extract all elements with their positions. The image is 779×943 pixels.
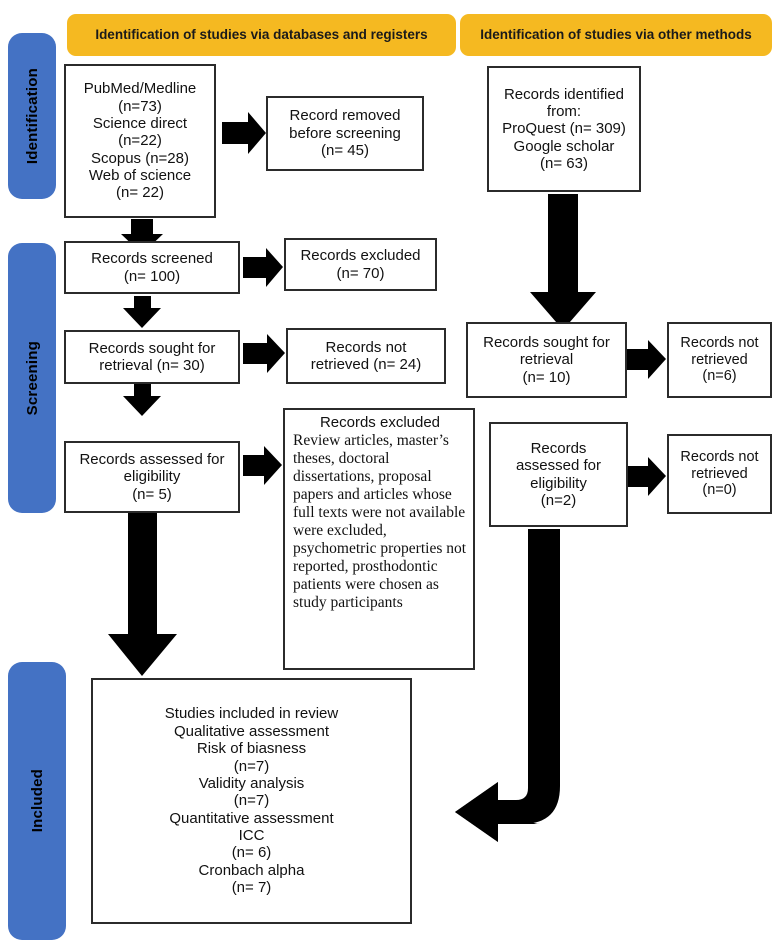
box-record-removed-before-screening-text: Record removed before screening (n= 45)	[289, 107, 401, 160]
arrow-other-sought-to-not-retrieved	[627, 340, 666, 379]
box-records-identified-other: Records identified from: ProQuest (n= 30…	[487, 66, 641, 192]
box-records-not-retrieved-other: Records not retrieved (n=6)	[667, 322, 772, 398]
box-records-assessed-eligibility-text: Records assessed for eligibility (n= 5)	[79, 450, 225, 503]
box-records-excluded-detail: Records excluded Review articles, master…	[283, 408, 475, 670]
box-records-excluded-detail-body: Review articles, master’s theses, doctor…	[293, 432, 467, 611]
box-records-identified-databases-text: PubMed/Medline (n=73) Science direct (n=…	[83, 80, 197, 202]
box-records-assessed-eligibility-other-text: Records assessed for eligibility (n=2)	[515, 439, 602, 509]
arrow-assessed-to-excluded-detail	[243, 446, 282, 485]
box-records-assessed-eligibility-other: Records assessed for eligibility (n=2)	[489, 422, 628, 527]
stage-tab-screening: Screening	[8, 243, 56, 513]
arrow-screened-to-sought	[123, 296, 161, 328]
box-records-not-retrieved-text: Records not retrieved (n= 24)	[310, 338, 422, 373]
stage-tab-identification: Identification	[8, 33, 56, 199]
box-record-removed-before-screening: Record removed before screening (n= 45)	[266, 96, 424, 171]
box-records-identified-databases: PubMed/Medline (n=73) Science direct (n=…	[64, 64, 216, 218]
banner-other-methods: Identification of studies via other meth…	[460, 14, 772, 56]
arrow-screened-to-excluded	[243, 248, 283, 287]
box-records-not-retrieved-other-2: Records not retrieved (n=0)	[667, 434, 772, 514]
arrow-sought-to-not-retrieved	[243, 334, 285, 373]
box-records-screened-text: Records screened (n= 100)	[91, 250, 213, 285]
stage-tab-included-label: Included	[28, 769, 46, 833]
box-records-excluded-screened-text: Records excluded (n= 70)	[300, 247, 421, 282]
box-studies-included: Studies included in review Qualitative a…	[91, 678, 412, 924]
arrow-identified-to-removed	[222, 112, 266, 154]
box-records-not-retrieved: Records not retrieved (n= 24)	[286, 328, 446, 384]
stage-tab-screening-label: Screening	[23, 340, 41, 416]
box-records-excluded-detail-title: Records excluded	[319, 414, 441, 431]
box-records-identified-other-text: Records identified from: ProQuest (n= 30…	[502, 85, 626, 173]
box-records-sought-retrieval-other: Records sought for retrieval (n= 10)	[466, 322, 627, 398]
arrow-other-identified-to-sought	[530, 194, 596, 330]
arrow-assessed-to-included	[108, 513, 177, 676]
box-records-not-retrieved-other-2-text: Records not retrieved (n=0)	[680, 448, 759, 499]
banner-databases-label: Identification of studies via databases …	[95, 27, 428, 43]
stage-tab-identification-label: Identification	[23, 67, 41, 165]
arrow-sought-to-assessed	[123, 384, 161, 416]
banner-other-methods-label: Identification of studies via other meth…	[480, 27, 752, 43]
box-studies-included-text: Studies included in review Qualitative a…	[164, 705, 339, 897]
box-records-screened: Records screened (n= 100)	[64, 241, 240, 294]
banner-databases-and-registers: Identification of studies via databases …	[67, 14, 456, 56]
box-records-sought-retrieval-text: Records sought for retrieval (n= 30)	[88, 339, 216, 374]
box-records-not-retrieved-other-text: Records not retrieved (n=6)	[680, 334, 759, 385]
box-records-sought-retrieval-other-text: Records sought for retrieval (n= 10)	[483, 333, 610, 386]
arrow-other-assessed-to-not-retrieved	[627, 457, 666, 496]
box-records-sought-retrieval: Records sought for retrieval (n= 30)	[64, 330, 240, 384]
box-records-assessed-eligibility: Records assessed for eligibility (n= 5)	[64, 441, 240, 513]
box-records-excluded-screened: Records excluded (n= 70)	[284, 238, 437, 291]
stage-tab-included: Included	[8, 662, 66, 940]
